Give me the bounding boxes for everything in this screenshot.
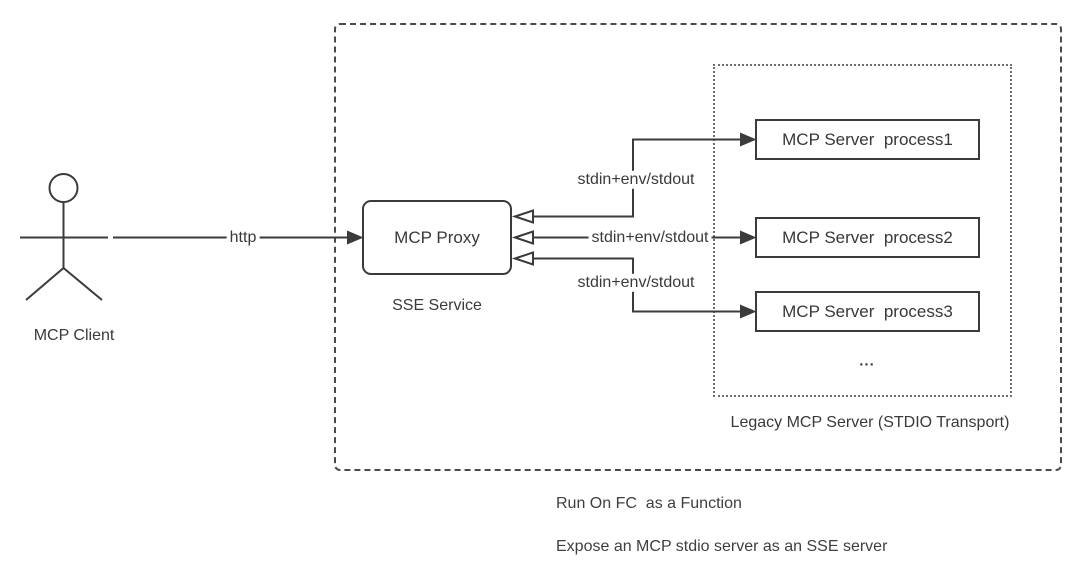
hollow-arrowhead-left-icon: [511, 251, 534, 266]
solid-arrowhead-right-icon: [740, 304, 757, 319]
more-servers-ellipsis: ...: [859, 352, 875, 370]
mcp-proxy-label: MCP Proxy: [394, 227, 480, 247]
fc-function-dashed-group: [334, 23, 1062, 471]
mcp-server-process2-node: MCP Server process2: [755, 217, 980, 258]
mcp-server-process3-node: MCP Server process3: [755, 291, 980, 332]
mcp-proxy-node: MCP Proxy: [362, 200, 512, 275]
sse-service-label: SSE Service: [392, 296, 482, 314]
mcp-server-process1-label: MCP Server process1: [782, 129, 953, 149]
legacy-mcp-server-dotted-group: [713, 64, 1012, 397]
mcp-server-process2-label: MCP Server process2: [782, 227, 953, 247]
mcp-server-process1-node: MCP Server process1: [755, 119, 980, 160]
mcp-client-label: MCP Client: [33, 326, 115, 344]
note-expose-sse: Expose an MCP stdio server as an SSE ser…: [556, 537, 888, 555]
solid-arrowhead-right-icon: [740, 230, 757, 245]
solid-arrowhead-right-icon: [347, 230, 364, 245]
stdio-edge-label-3: stdin+env/stdout: [574, 273, 698, 293]
note-run-on-fc: Run On FC as a Function: [556, 494, 742, 512]
solid-arrowhead-right-icon: [740, 132, 757, 147]
hollow-arrowhead-left-icon: [511, 209, 534, 224]
stick-figure-icon: [20, 173, 108, 301]
legacy-group-caption: Legacy MCP Server (STDIO Transport): [730, 413, 1010, 431]
hollow-arrowhead-left-icon: [511, 230, 534, 245]
http-edge-label: http: [226, 228, 260, 248]
stdio-edge-label-2: stdin+env/stdout: [588, 228, 712, 248]
stdio-edge-label-1: stdin+env/stdout: [574, 170, 698, 190]
mcp-server-process3-label: MCP Server process3: [782, 301, 953, 321]
